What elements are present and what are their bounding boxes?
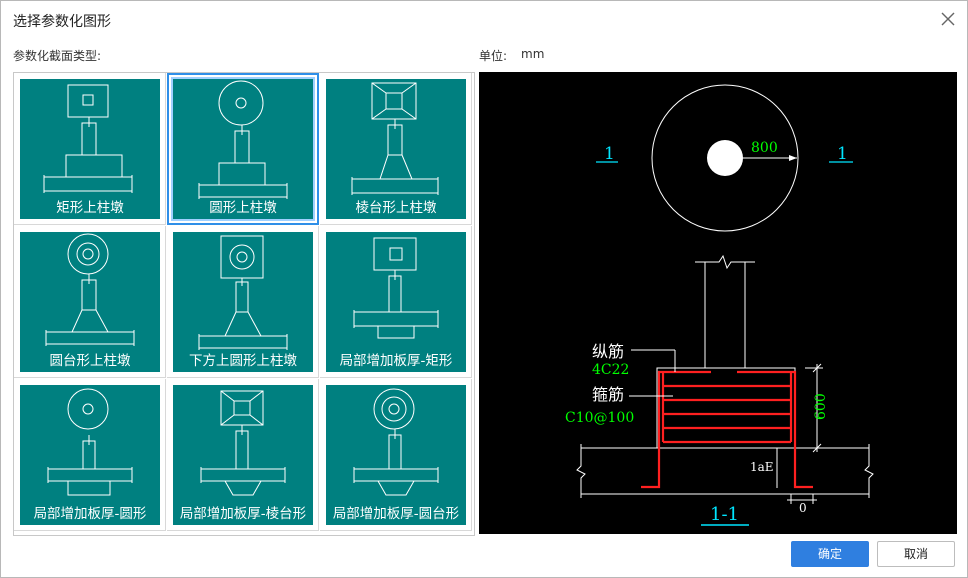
square-base-circle-top-icon	[198, 235, 288, 350]
shape-label: 圆台形上柱墩	[49, 353, 131, 369]
longitudinal-value: 4C22	[592, 362, 629, 378]
shape-tile: 棱台形上柱墩	[326, 79, 466, 219]
preview-drawing: 800 1 1	[565, 84, 874, 526]
local-thicken-cone-frustum-icon	[353, 388, 439, 496]
ok-button[interactable]: 确定	[791, 541, 869, 567]
shape-option-local-thicken-frustum[interactable]: 局部增加板厚-棱台形	[167, 379, 319, 531]
close-icon[interactable]	[939, 10, 957, 28]
shape-label: 矩形上柱墩	[56, 200, 124, 216]
shape-tile: 下方上圆形上柱墩	[173, 232, 313, 372]
break-mark-right	[864, 444, 874, 498]
unit-value: mm	[521, 47, 545, 61]
shape-option-square-base-circle-top[interactable]: 下方上圆形上柱墩	[167, 226, 319, 378]
shape-label: 局部增加板厚-矩形	[339, 353, 453, 369]
section-mark-left: 1	[604, 144, 615, 164]
shape-tile: 圆台形上柱墩	[20, 232, 160, 372]
dialog-title: 选择参数化图形	[13, 14, 111, 30]
break-mark-top	[695, 254, 755, 270]
section-mark-right: 1	[837, 144, 848, 164]
stirrup-label: 箍筋	[592, 385, 624, 404]
anchor-label: 1aE	[750, 460, 774, 474]
cone-frustum-column-cap-icon	[45, 233, 135, 346]
offset-dim: 0	[799, 501, 807, 515]
cancel-button[interactable]: 取消	[877, 541, 955, 567]
cap-elevation	[656, 367, 796, 449]
longitudinal-label: 纵筋	[592, 342, 624, 361]
shape-tile: 局部增加板厚-棱台形	[173, 385, 313, 525]
shape-tile: 局部增加板厚-圆台形	[326, 385, 466, 525]
local-thicken-circle-icon	[47, 388, 133, 496]
shape-option-frustum-column-cap[interactable]: 棱台形上柱墩	[320, 73, 472, 225]
shape-option-local-thicken-cone-frustum[interactable]: 局部增加板厚-圆台形	[320, 379, 472, 531]
radius-arrow	[789, 155, 797, 161]
cap-plan-outline	[651, 84, 799, 232]
shape-option-local-thicken-circle[interactable]: 局部增加板厚-圆形	[14, 379, 166, 531]
unit-label: 单位:	[479, 49, 508, 63]
section-type-label: 参数化截面类型:	[13, 49, 102, 63]
height-dim: 600	[813, 393, 829, 420]
shape-label: 局部增加板厚-棱台形	[179, 506, 307, 522]
rebar-cage	[641, 370, 813, 489]
shape-label: 下方上圆形上柱墩	[189, 353, 297, 369]
shape-preview-panel: 800 1 1	[479, 72, 957, 534]
shape-label: 棱台形上柱墩	[355, 200, 437, 216]
radius-dim: 800	[751, 140, 778, 156]
stirrup-value: C10@100	[565, 410, 634, 426]
shape-tile: 圆形上柱墩	[173, 79, 313, 219]
break-mark-left	[576, 444, 586, 498]
shape-label: 局部增加板厚-圆形	[33, 506, 147, 522]
shape-tile: 局部增加板厚-矩形	[326, 232, 466, 372]
shape-tile: 矩形上柱墩	[20, 79, 160, 219]
shape-type-grid: 矩形上柱墩 圆形上柱墩	[13, 72, 475, 536]
frustum-column-cap-icon	[351, 82, 439, 195]
shape-label: 局部增加板厚-圆台形	[332, 506, 460, 522]
shape-option-rect-column-cap[interactable]: 矩形上柱墩	[14, 73, 166, 225]
local-thicken-rect-icon	[353, 237, 439, 339]
shape-tile: 局部增加板厚-圆形	[20, 385, 160, 525]
shape-option-cone-frustum-column-cap[interactable]: 圆台形上柱墩	[14, 226, 166, 378]
shape-label: 圆形上柱墩	[209, 200, 277, 216]
shape-option-circle-column-cap[interactable]: 圆形上柱墩	[167, 73, 319, 225]
rect-column-cap-icon	[43, 84, 133, 193]
local-thicken-frustum-icon	[200, 390, 286, 496]
shape-option-local-thicken-rect[interactable]: 局部增加板厚-矩形	[320, 226, 472, 378]
section-title: 1-1	[710, 504, 739, 525]
circle-column-cap-icon	[198, 80, 288, 199]
